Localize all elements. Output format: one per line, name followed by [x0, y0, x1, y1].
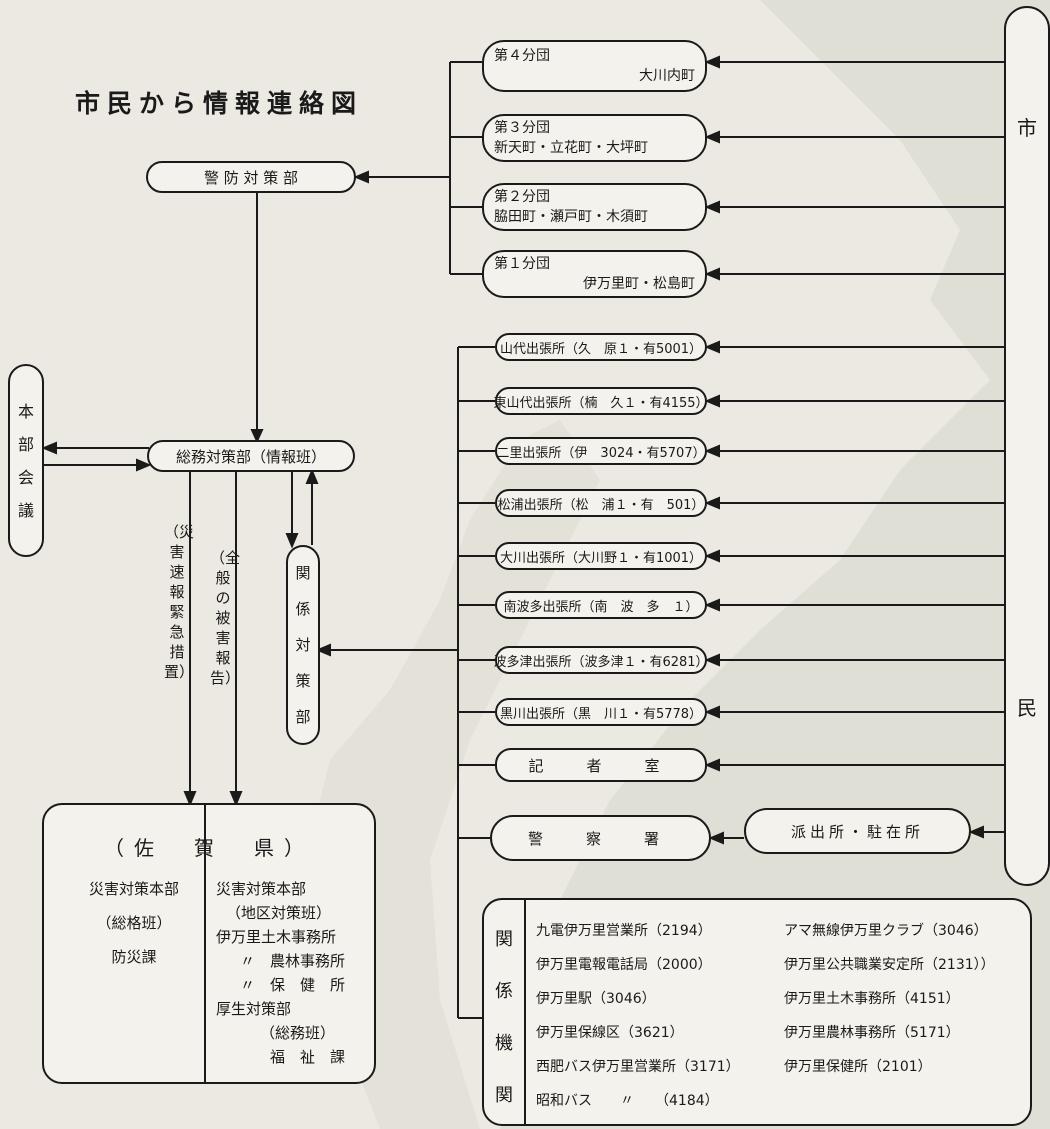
police-box: 警 察 署: [490, 815, 711, 861]
soumu-box: 総務対策部（情報班）: [147, 440, 355, 472]
saga-right-column: 災害対策本部 （地区対策班） 伊万里土木事務所 〃 農林事務所 〃 保 健 所 …: [216, 877, 345, 1069]
page-title: 市民から情報連絡図: [75, 89, 364, 118]
keibou-box: 警 防 対 策 部: [146, 161, 356, 193]
unit-2-area: 脇田町・瀬戸町・木須町: [494, 209, 648, 225]
saga-left-column: 災害対策本部 （総格班） 防災課: [74, 877, 194, 979]
kankei-taisaku-label: 関係対策部: [295, 564, 311, 726]
unit-2: 第２分団 脇田町・瀬戸町・木須町: [482, 183, 707, 231]
saga-prefecture-box: （佐 賀 県） 災害対策本部 （総格班） 防災課 災害対策本部 （地区対策班） …: [42, 803, 376, 1084]
branch-okawa-label: 大川出張所（大川野１・有1001）: [499, 550, 703, 566]
unit-4: 第４分団 大川内町: [482, 40, 707, 92]
honbu-label: 本部会議: [17, 401, 34, 520]
police-label: 警 察 署: [527, 829, 673, 848]
agency-item: 伊万里農林事務所（5171）: [784, 1025, 960, 1041]
citizens-bottom-label: 民: [1017, 696, 1037, 720]
related-agencies-col2: アマ無線伊万里クラブ（3046） 伊万里公共職業安定所（2131）） 伊万里土木…: [784, 914, 995, 1084]
branch-yamashiro: 山代出張所（久 原１・有5001）: [495, 333, 707, 361]
saga-right-item: 厚生対策部: [216, 1000, 292, 1018]
agency-item: 伊万里保健所（2101）: [784, 1059, 932, 1075]
koban-label: 派出所・駐在所: [790, 822, 924, 841]
saga-right-item: 福 祉 課: [270, 1048, 346, 1066]
route-right-label: （全般の被害報告）: [210, 549, 241, 687]
branch-hatatsu-label: 波多津出張所（波多津１・有6281）: [493, 654, 709, 670]
saga-right-item: 災害対策本部: [216, 880, 307, 898]
agency-item: 九電伊万里営業所（2194）: [536, 923, 712, 939]
unit-3: 第３分団 新天町・立花町・大坪町: [482, 114, 707, 162]
branch-ninosato-label: 二里出張所（伊 3024・有5707）: [496, 445, 706, 461]
agency-item: 昭和バス 〃 （4184）: [536, 1093, 719, 1109]
saga-right-item: 伊万里土木事務所: [216, 928, 337, 946]
branch-hatatsu: 波多津出張所（波多津１・有6281）: [493, 646, 709, 674]
saga-left-item: 防災課: [111, 948, 157, 966]
related-agencies-divider: [524, 900, 526, 1124]
agency-item: 西肥バス伊万里営業所（3171）: [536, 1059, 740, 1075]
branch-okawa: 大川出張所（大川野１・有1001）: [495, 542, 707, 570]
press-room-box: 記 者 室: [495, 748, 707, 782]
saga-right-item: 〃 農林事務所: [240, 952, 346, 970]
branch-minamihata-label: 南波多出張所（南 波 多 １）: [503, 599, 699, 615]
agency-item: 伊万里土木事務所（4151）: [784, 991, 960, 1007]
agency-item: 伊万里駅（3046）: [536, 991, 656, 1007]
related-agencies-col1: 九電伊万里営業所（2194） 伊万里電報電話局（2000） 伊万里駅（3046）…: [536, 914, 740, 1118]
unit-2-name: 第２分団: [494, 189, 550, 205]
agency-item: アマ無線伊万里クラブ（3046）: [784, 923, 988, 939]
unit-4-name: 第４分団: [494, 48, 550, 64]
citizens-bar: 市 民: [1004, 6, 1050, 886]
branch-matsuura: 松浦出張所（松 浦１・有 501）: [495, 489, 707, 517]
honbu-box: 本部会議: [8, 364, 44, 557]
branch-matsuura-label: 松浦出張所（松 浦１・有 501）: [497, 497, 705, 513]
unit-4-area: 大川内町: [639, 68, 695, 84]
saga-divider: [204, 805, 206, 1082]
branch-ninosato: 二里出張所（伊 3024・有5707）: [495, 437, 707, 465]
branch-kurokawa: 黒川出張所（黒 川１・有5778）: [495, 698, 707, 726]
saga-left-item: （総格班）: [96, 914, 172, 932]
branch-kurokawa-label: 黒川出張所（黒 川１・有5778）: [499, 706, 703, 722]
keibou-label: 警 防 対 策 部: [203, 168, 299, 187]
branch-higashiyamashiro-label: 東山代出張所（楠 久１・有4155）: [493, 395, 709, 411]
related-agencies-box: 関係機関 九電伊万里営業所（2194） 伊万里電報電話局（2000） 伊万里駅（…: [482, 898, 1032, 1126]
press-room-label: 記 者 室: [528, 756, 674, 775]
koban-box: 派出所・駐在所: [744, 808, 971, 854]
unit-3-area: 新天町・立花町・大坪町: [494, 140, 648, 156]
branch-yamashiro-label: 山代出張所（久 原１・有5001）: [499, 341, 703, 357]
saga-left-item: 災害対策本部: [88, 880, 179, 898]
unit-3-name: 第３分団: [494, 120, 550, 136]
kankei-taisaku-box: 関係対策部: [286, 545, 320, 745]
agency-item: 伊万里電報電話局（2000）: [536, 957, 712, 973]
unit-1-area: 伊万里町・松島町: [583, 276, 695, 292]
agency-item: 伊万里保線区（3621）: [536, 1025, 684, 1041]
saga-right-item: 〃 保 健 所: [240, 976, 346, 994]
saga-right-item: （地区対策班）: [226, 904, 332, 922]
agency-item: 伊万里公共職業安定所（2131））: [784, 957, 995, 973]
unit-1-name: 第１分団: [494, 256, 550, 272]
unit-1: 第１分団 伊万里町・松島町: [482, 250, 707, 298]
route-left-label: （災害速報緊急措置）: [164, 523, 195, 681]
branch-higashiyamashiro: 東山代出張所（楠 久１・有4155）: [493, 387, 709, 415]
soumu-label: 総務対策部（情報班）: [175, 447, 326, 466]
saga-right-item: （総務班）: [260, 1024, 336, 1042]
saga-title: （佐 賀 県）: [104, 836, 314, 860]
citizens-top-label: 市: [1017, 116, 1037, 140]
branch-minamihata: 南波多出張所（南 波 多 １）: [495, 591, 707, 619]
related-agencies-label: 関係機関: [495, 929, 513, 1106]
